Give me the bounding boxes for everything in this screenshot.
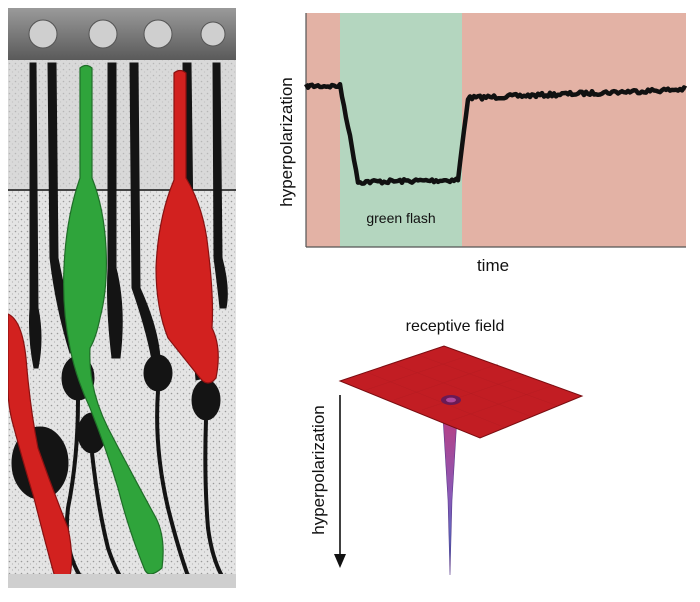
green-flash-region xyxy=(340,13,462,247)
receptive-field-y-axis-label: hyperpolarization xyxy=(309,405,328,534)
hyperpolarization-trace xyxy=(304,81,688,186)
synaptic-layer xyxy=(8,574,236,588)
surface-mesh xyxy=(365,354,559,429)
x-axis-label: time xyxy=(477,256,509,275)
receptive-field-title: receptive field xyxy=(406,318,505,335)
retina-histology-illustration xyxy=(8,8,236,588)
flash-label: green flash xyxy=(366,210,435,226)
red-cone-cell xyxy=(155,69,219,384)
green-cone-cell xyxy=(63,64,164,575)
y-axis-label: hyperpolarization xyxy=(277,77,296,206)
pigment-cells xyxy=(28,19,226,49)
receptive-field-surface xyxy=(338,345,584,439)
y-axis-arrowhead xyxy=(334,554,346,568)
receptive-field-plot: receptive field hyperpolarization xyxy=(309,318,584,576)
outer-segment-layer xyxy=(8,60,236,190)
voltage-trace-chart: green flash time hyperpolarization xyxy=(277,13,688,275)
receptive-field-center-core xyxy=(446,397,456,403)
